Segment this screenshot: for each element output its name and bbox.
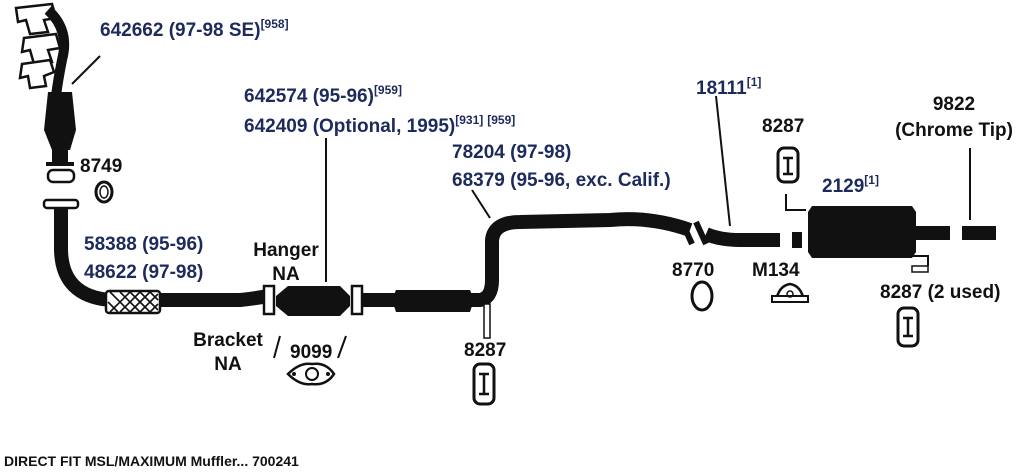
label-642409: 642409 (Optional, 1995)[931][959] xyxy=(244,113,515,137)
label-642662: 642662 (97-98 SE)[958] xyxy=(100,17,289,41)
front-pipe xyxy=(54,208,270,315)
flange-gasket xyxy=(42,168,80,210)
label-bracket-na: NA xyxy=(214,354,242,375)
clamp-m134-icon xyxy=(771,282,809,303)
gasket-9099-icon xyxy=(286,362,336,386)
label-8749: 8749 xyxy=(80,156,122,177)
label-8287-rear: 8287 (2 used) xyxy=(880,282,1000,303)
label-2129: 2129[1] xyxy=(822,173,879,197)
label-bracket: Bracket xyxy=(193,330,263,351)
label-58388: 58388 (95-96) xyxy=(84,234,203,255)
intermediate-pipe xyxy=(362,212,693,312)
label-9099: 9099 xyxy=(290,342,332,363)
flange-rings xyxy=(679,220,709,246)
label-chrome-tip: (Chrome Tip) xyxy=(895,120,1013,141)
hanger-8287-rear-icon xyxy=(896,306,920,348)
footer-caption: DIRECT FIT MSL/MAXIMUM Muffler... 700241 xyxy=(4,453,299,469)
chrome-tip xyxy=(962,226,996,240)
exhaust-manifold xyxy=(14,2,76,166)
label-8770: 8770 xyxy=(672,260,714,281)
gasket-8770-icon xyxy=(690,280,714,312)
label-hanger-na: NA xyxy=(272,264,300,285)
label-642574: 642574 (95-96)[959] xyxy=(244,83,402,107)
label-8287-mid: 8287 xyxy=(464,340,506,361)
gasket-8749-icon xyxy=(94,180,114,204)
hanger-8287-top-icon xyxy=(776,146,800,184)
hanger-rod xyxy=(483,303,491,339)
label-m134: M134 xyxy=(752,260,800,281)
muffler xyxy=(785,194,950,273)
leader-lines xyxy=(71,55,971,359)
label-48622: 48622 (97-98) xyxy=(84,262,203,283)
label-hanger: Hanger xyxy=(253,240,319,261)
label-8287-top: 8287 xyxy=(762,116,804,137)
hanger-8287-mid-icon xyxy=(472,362,496,406)
label-9822: 9822 xyxy=(933,94,975,115)
label-78204: 78204 (97-98) xyxy=(452,142,571,163)
label-18111: 18111[1] xyxy=(696,75,761,99)
rear-pipe xyxy=(703,227,802,248)
label-68379: 68379 (95-96, exc. Calif.) xyxy=(452,170,671,191)
catalytic-converter xyxy=(262,284,364,316)
